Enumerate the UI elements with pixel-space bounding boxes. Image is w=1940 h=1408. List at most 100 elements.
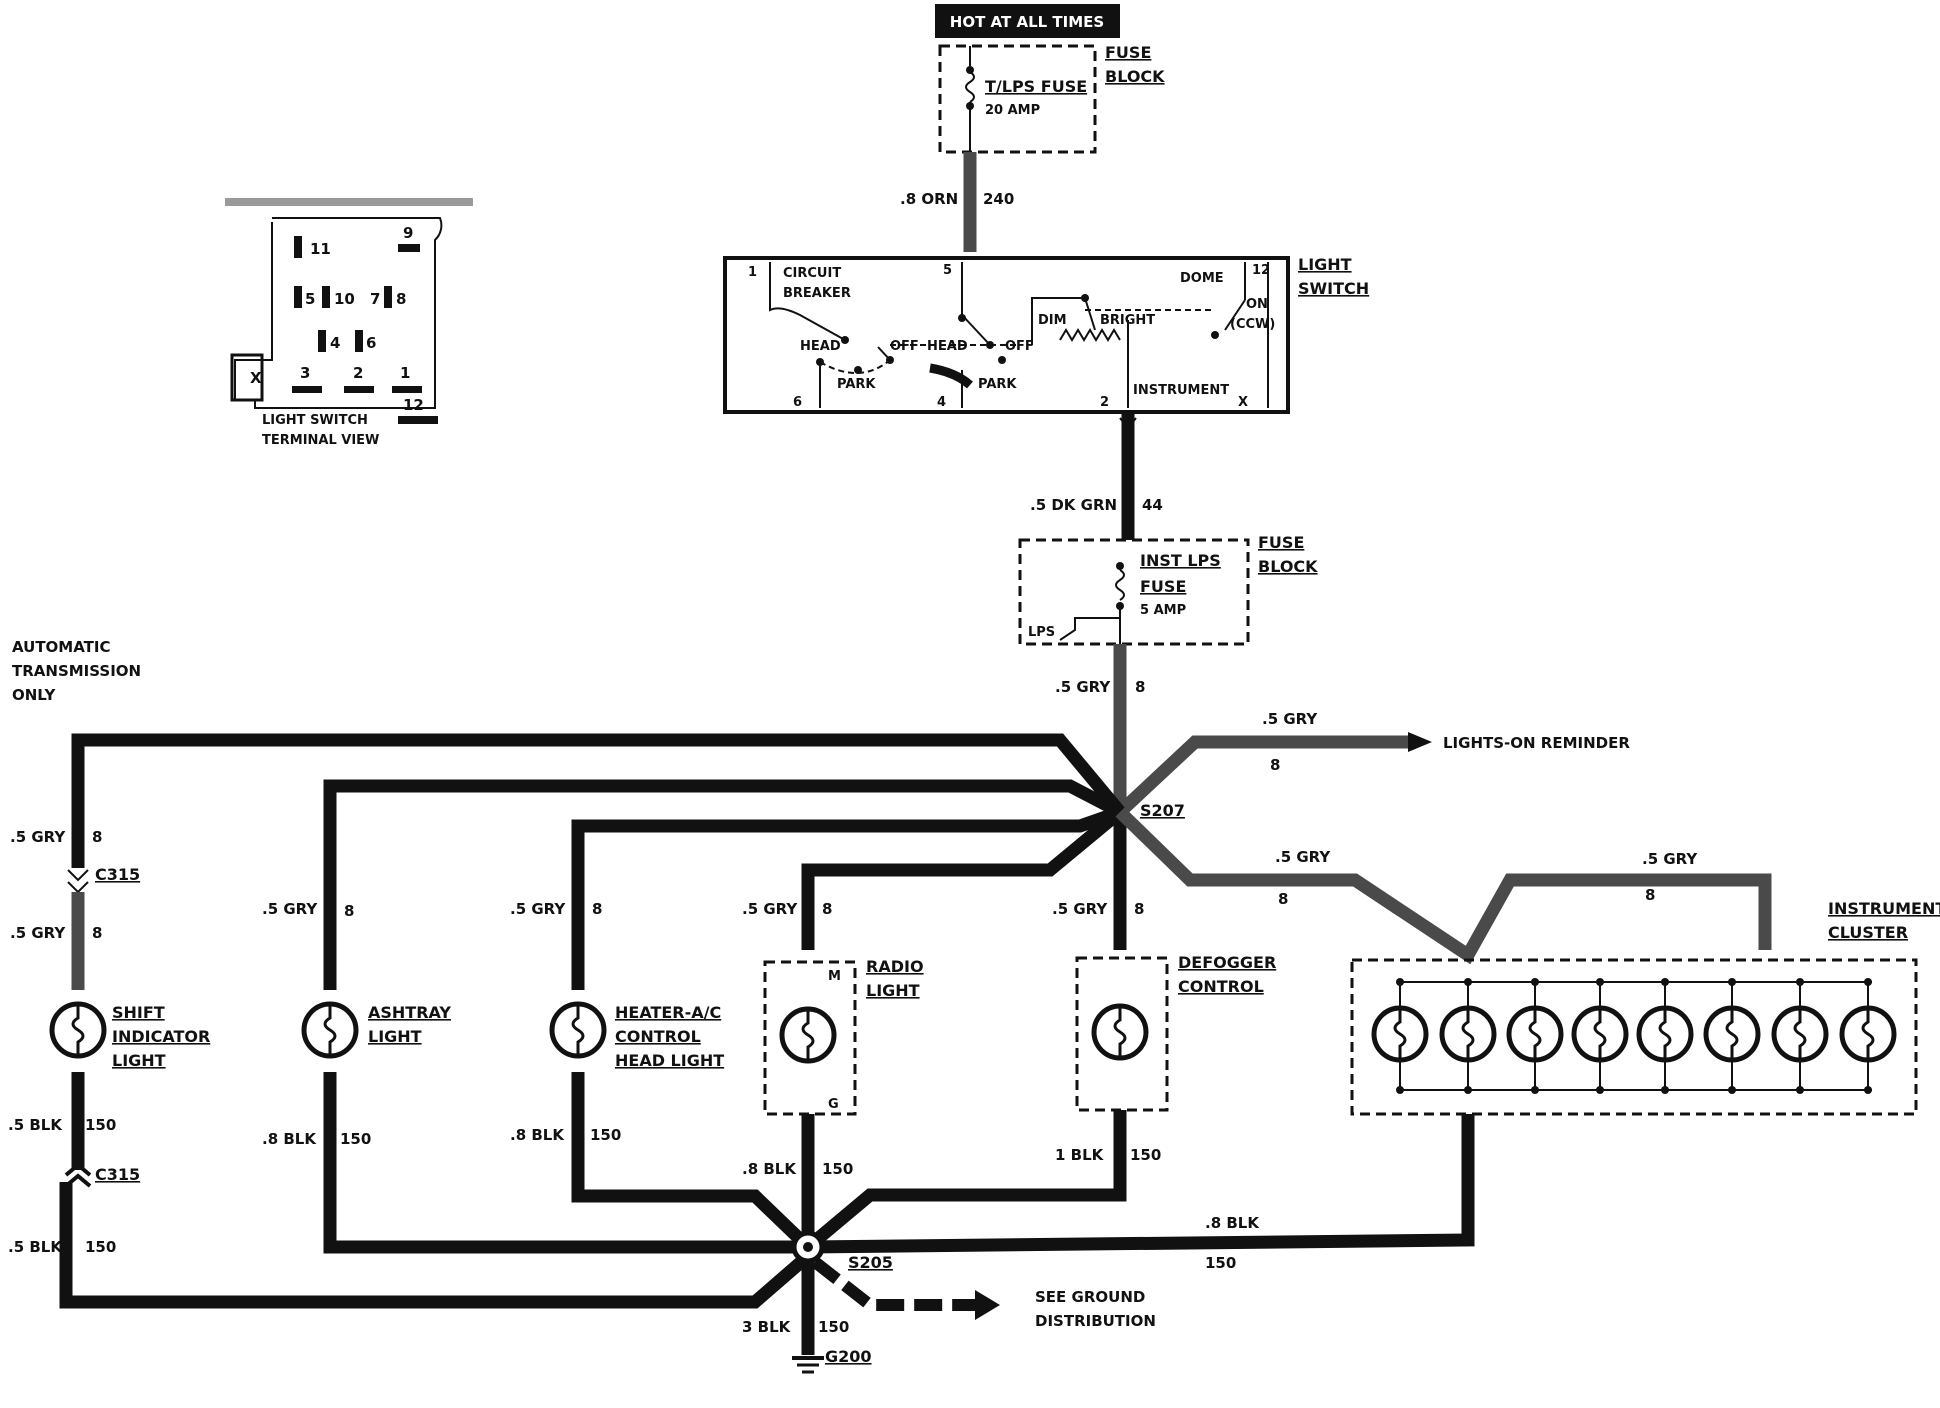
fuse-block-mid-label-1: FUSE — [1258, 533, 1304, 552]
cluster-circuit-a: 8 — [1278, 890, 1288, 908]
heater-circuit-bot: 150 — [590, 1126, 621, 1144]
shift-name-2: INDICATOR — [112, 1027, 210, 1046]
radio-branch: .5 GRY 8 M G RADIO LIGHT .8 BLK 150 — [742, 806, 1125, 1247]
off-left: OFF — [890, 339, 919, 354]
term-5: 5 — [943, 263, 952, 278]
pin-x: X — [250, 369, 262, 387]
shift-gauge-top: .5 GRY — [10, 828, 66, 846]
shift-gauge-top2: .5 GRY — [10, 924, 66, 942]
hot-tag-label: HOT AT ALL TIMES — [950, 13, 1104, 31]
heater-gauge-top: .5 GRY — [510, 900, 566, 918]
term-12: 12 — [1252, 263, 1270, 278]
pin-7: 7 — [370, 290, 380, 308]
pin-5: 5 — [305, 290, 315, 308]
fuse-block-mid-label-2: BLOCK — [1258, 557, 1318, 576]
defog-circuit-top: 8 — [1134, 900, 1144, 918]
term-1: 1 — [748, 265, 757, 280]
defog-gauge-top: .5 GRY — [1052, 900, 1108, 918]
pin-3: 3 — [300, 364, 310, 382]
see-ground-2: DISTRIBUTION — [1035, 1312, 1156, 1330]
defogger-bulb — [1091, 1003, 1149, 1061]
cluster-bulb-4 — [1571, 978, 1629, 1094]
radio-pin-m: M — [828, 969, 841, 984]
light-switch: LIGHT SWITCH 1 5 12 6 4 2 X CIRCUIT BREA… — [723, 255, 1369, 414]
fuse-block-mid-box — [1018, 538, 1250, 646]
cluster-bulb-6 — [1703, 978, 1761, 1094]
cluster-circuit-b: 8 — [1645, 886, 1655, 904]
defog-circuit-bot: 150 — [1130, 1146, 1161, 1164]
light-switch-label-2: SWITCH — [1298, 279, 1369, 298]
cluster-bulb-2 — [1439, 978, 1497, 1094]
bright-label: BRIGHT — [1100, 313, 1155, 328]
cluster-gauge-a: .5 GRY — [1275, 848, 1331, 866]
shift-circuit-bot: 150 — [85, 1116, 116, 1134]
lights-on-gauge: .5 GRY — [1262, 710, 1318, 728]
wire-44-gauge: .5 DK GRN — [1030, 496, 1117, 514]
cluster-bulb-7 — [1771, 978, 1829, 1094]
fuse-block-top-label-1: FUSE — [1105, 43, 1151, 62]
shift-circuit-bot2: 150 — [85, 1238, 116, 1256]
radio-gauge-top: .5 GRY — [742, 900, 798, 918]
shift-gauge-bot2: .5 BLK — [8, 1238, 63, 1256]
ground-label: G200 — [825, 1347, 872, 1366]
pin-1: 1 — [400, 364, 410, 382]
cluster-gauge-bot: .8 BLK — [1205, 1214, 1260, 1232]
fuse-block-top-label-2: BLOCK — [1105, 67, 1165, 86]
tlps-fuse-rating: 20 AMP — [985, 103, 1040, 118]
on-label: ON — [1246, 297, 1268, 312]
wire-240-circuit: 240 — [983, 190, 1014, 208]
defog-gauge-bot: 1 BLK — [1055, 1146, 1105, 1164]
pin-2: 2 — [353, 364, 363, 382]
pin-4: 4 — [330, 334, 340, 352]
shift-circuit-top2: 8 — [92, 924, 102, 942]
pin-9: 9 — [403, 224, 413, 242]
shift-name-1: SHIFT — [112, 1003, 165, 1022]
cluster-name-1: INSTRUMENT — [1828, 899, 1940, 918]
dim-label: DIM — [1038, 313, 1067, 328]
defog-name-2: CONTROL — [1178, 977, 1264, 996]
term-x: X — [1238, 395, 1248, 410]
wire-240-gauge: .8 ORN — [900, 190, 958, 208]
radio-pin-g: G — [828, 1097, 839, 1112]
terminal-view-label-1: LIGHT SWITCH — [262, 413, 368, 428]
auto-trans-line-1: AUTOMATIC — [12, 638, 111, 656]
cluster-bulb-1 — [1371, 978, 1429, 1094]
term-6: 6 — [793, 395, 802, 410]
ashtray-name-2: LIGHT — [368, 1027, 422, 1046]
radio-bulb — [779, 1006, 837, 1064]
radio-name-2: LIGHT — [866, 981, 920, 1000]
shift-connector-top: C315 — [95, 865, 140, 884]
defogger-box — [1075, 956, 1169, 1112]
tlps-fuse-label: T/LPS FUSE — [985, 77, 1087, 96]
ground-g200: 3 BLK 150 G200 SEE GROUND DISTRIBUTION — [742, 1257, 1156, 1374]
radio-box — [763, 960, 857, 1116]
auto-trans-note: AUTOMATIC TRANSMISSION ONLY — [12, 638, 141, 704]
ashtray-bulb — [301, 1001, 359, 1059]
light-switch-label-1: LIGHT — [1298, 255, 1352, 274]
shift-connector-bot: C315 — [95, 1165, 140, 1184]
fuse-symbol — [965, 71, 975, 103]
circuit-breaker-text-2: BREAKER — [783, 286, 851, 301]
heater-name-3: HEAD LIGHT — [615, 1051, 724, 1070]
pin-10: 10 — [334, 290, 355, 308]
instrument-cluster-box — [1350, 958, 1918, 1116]
cluster-gauge-b: .5 GRY — [1642, 850, 1698, 868]
terminal-view-label-2: TERMINAL VIEW — [262, 433, 379, 448]
lps-label: LPS — [1028, 625, 1055, 640]
light-switch-box — [723, 256, 1290, 414]
heater-bulb — [549, 1001, 607, 1059]
heater-branch: .5 GRY 8 HEATER-A/C CONTROL HEAD LIGHT .… — [510, 805, 1123, 1252]
wire-8-main-gauge: .5 GRY — [1055, 678, 1111, 696]
heater-name-1: HEATER-A/C — [615, 1003, 721, 1022]
radio-circuit-top: 8 — [822, 900, 832, 918]
hot-at-all-times-tag: HOT AT ALL TIMES — [935, 4, 1120, 38]
cluster-circuit-bot: 150 — [1205, 1254, 1236, 1272]
bulb-group — [49, 978, 1897, 1094]
defog-name-1: DEFOGGER — [1178, 953, 1276, 972]
ashtray-branch: .5 GRY 8 ASHTRAY LIGHT .8 BLK 150 — [262, 779, 1123, 1254]
wire-lights-on — [1115, 735, 1410, 817]
circuit-breaker-contact — [769, 262, 846, 341]
off-mid: OFF — [1005, 339, 1034, 354]
see-ground-1: SEE GROUND — [1035, 1288, 1145, 1306]
park-left: PARK — [837, 377, 876, 392]
